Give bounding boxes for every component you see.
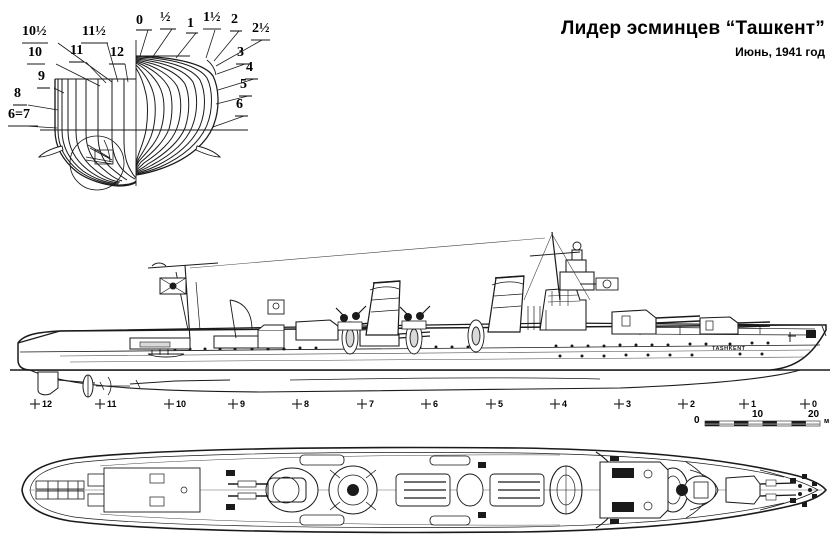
scale-tick-20: 20 [808, 409, 820, 420]
hull-name-marking: TASHKENT [712, 346, 746, 352]
body-plan-label-1: 1 [187, 16, 194, 31]
body-plan-label-2half: 2½ [252, 21, 270, 36]
body-plan-label-4: 4 [246, 60, 253, 75]
body-plan-leader-lines-left [25, 42, 129, 129]
stern-underwater-detail [37, 371, 231, 398]
body-plan-label-1half: 1½ [203, 10, 221, 25]
station-label-2: 2 [690, 399, 696, 409]
funnels [365, 275, 525, 336]
torpedo-mounts-plan [395, 473, 545, 507]
page-title: Лидер эсминцев “Ташкент” [561, 18, 825, 39]
station-label-9: 9 [240, 399, 246, 409]
forward-turrets-plan [725, 475, 797, 505]
station-label-10: 10 [176, 399, 187, 409]
body-plan-leader-lines-right [139, 28, 263, 128]
body-plan-view [8, 28, 270, 191]
bridge-plan [599, 461, 719, 519]
ship-profile-view: TASHKENT [10, 231, 830, 398]
body-plan-label-11half: 11½ [82, 24, 106, 39]
hull-plating-seams [59, 349, 811, 363]
body-plan-label-67: 6=7 [8, 107, 30, 122]
scale-bar [704, 420, 821, 427]
page-subtitle: Июнь, 1941 год [735, 44, 825, 59]
station-label-4: 4 [562, 399, 568, 409]
body-plan-forward-sections [135, 55, 222, 176]
body-plan-label-11: 11 [70, 43, 84, 58]
ship-plan-view [21, 446, 828, 534]
forward-turrets [611, 309, 771, 335]
body-plan-label-8: 8 [14, 86, 21, 101]
station-label-1: 1 [751, 399, 757, 409]
body-plan-label-9: 9 [38, 69, 45, 84]
body-plan-label-5: 5 [240, 77, 247, 92]
bow-fittings [788, 325, 827, 342]
mainmast-and-ensign [147, 237, 546, 341]
scale-unit-label: м [824, 418, 830, 425]
body-plan-label-rules [8, 28, 270, 127]
aft-turret-plan [228, 467, 319, 513]
body-plan-label-half: ½ [160, 10, 171, 25]
body-plan-label-2: 2 [231, 12, 238, 27]
body-plan-label-10: 10 [28, 45, 42, 60]
ships-boat [147, 349, 185, 358]
bridge-structure [523, 231, 619, 331]
porthole-row [173, 341, 770, 358]
body-plan-label-10half: 10½ [22, 24, 47, 39]
station-label-8: 8 [304, 399, 310, 409]
body-plan-label-0: 0 [136, 13, 143, 28]
station-label-7: 7 [369, 399, 375, 409]
station-label-0: 0 [812, 399, 818, 409]
station-label-11: 11 [107, 399, 117, 409]
title-block: Лидер эсминцев “Ташкент” Июнь, 1941 год [561, 18, 825, 59]
torpedo-tubes-and-aa [335, 305, 485, 355]
body-plan-label-6: 6 [236, 97, 243, 112]
funnel-plan [549, 465, 689, 515]
station-label-6: 6 [433, 399, 439, 409]
scale-tick-10: 10 [752, 409, 764, 420]
body-plan-aft-sections [37, 79, 137, 191]
station-label-5: 5 [498, 399, 504, 409]
body-plan-label-3: 3 [237, 45, 244, 60]
body-plan-label-12: 12 [110, 45, 124, 60]
station-label-12: 12 [42, 399, 53, 409]
scale-tick-0: 0 [694, 415, 700, 426]
station-tick-marks [30, 399, 810, 409]
station-label-3: 3 [626, 399, 632, 409]
